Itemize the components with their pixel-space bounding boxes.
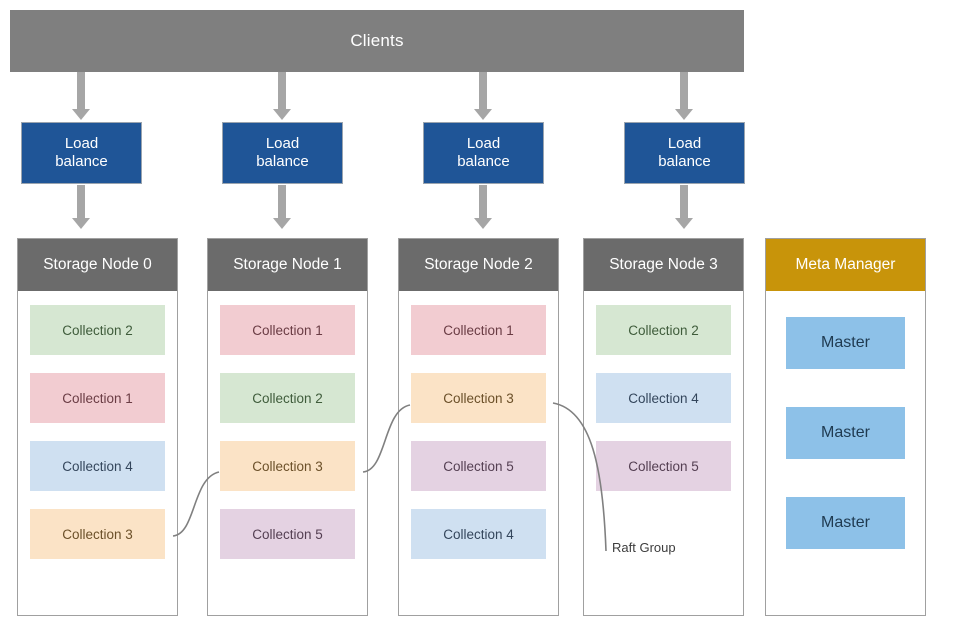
- collection-box[interactable]: Collection 2: [30, 305, 165, 355]
- collection-box[interactable]: Collection 3: [411, 373, 546, 423]
- storage-node-2-header: Storage Node 2: [399, 239, 558, 291]
- arrow-head-lb-to-node-1: [273, 218, 291, 229]
- storage-node-0-title: Storage Node 0: [43, 256, 152, 273]
- storage-node-3-title: Storage Node 3: [609, 256, 718, 273]
- arrow-head-clients-to-lb-3: [675, 109, 693, 120]
- storage-node-2-title: Storage Node 2: [424, 256, 533, 273]
- arrow-head-lb-to-node-3: [675, 218, 693, 229]
- collection-box[interactable]: Collection 1: [411, 305, 546, 355]
- storage-node-1-title: Storage Node 1: [233, 256, 342, 273]
- load-balance-label-line1: Load: [64, 134, 99, 152]
- master-box[interactable]: Master: [786, 497, 905, 549]
- load-balance-label-line2: balance: [55, 153, 108, 170]
- collection-box[interactable]: Collection 4: [596, 373, 731, 423]
- storage-node-3[interactable]: Storage Node 3 Collection 2 Collection 4…: [583, 238, 744, 616]
- arrow-head-clients-to-lb-1: [273, 109, 291, 120]
- master-box[interactable]: Master: [786, 317, 905, 369]
- arrow-head-lb-to-node-0: [72, 218, 90, 229]
- storage-node-0-body: Collection 2 Collection 1 Collection 4 C…: [18, 291, 177, 559]
- load-balance-label-line2: balance: [658, 153, 711, 170]
- load-balance-box-3[interactable]: Load balance: [624, 122, 745, 184]
- load-balance-box-0[interactable]: Load balance: [21, 122, 142, 184]
- arrow-lb-to-node-0: [77, 185, 85, 218]
- arrow-head-clients-to-lb-2: [474, 109, 492, 120]
- master-box[interactable]: Master: [786, 407, 905, 459]
- storage-node-1[interactable]: Storage Node 1 Collection 1 Collection 2…: [207, 238, 368, 616]
- load-balance-label-line2: balance: [457, 153, 510, 170]
- arrow-clients-to-lb-3: [680, 72, 688, 109]
- arrow-clients-to-lb-2: [479, 72, 487, 109]
- load-balance-box-1[interactable]: Load balance: [222, 122, 343, 184]
- load-balance-label-line1: Load: [265, 134, 300, 152]
- arrow-clients-to-lb-1: [278, 72, 286, 109]
- storage-node-0-header: Storage Node 0: [18, 239, 177, 291]
- storage-node-1-body: Collection 1 Collection 2 Collection 3 C…: [208, 291, 367, 559]
- load-balance-label-line1: Load: [466, 134, 501, 152]
- collection-box[interactable]: Collection 2: [596, 305, 731, 355]
- load-balance-label-line1: Load: [667, 134, 702, 152]
- collection-box[interactable]: Collection 4: [411, 509, 546, 559]
- arrow-head-lb-to-node-2: [474, 218, 492, 229]
- collection-box[interactable]: Collection 2: [220, 373, 355, 423]
- storage-node-3-body: Collection 2 Collection 4 Collection 5: [584, 291, 743, 491]
- load-balance-box-2[interactable]: Load balance: [423, 122, 544, 184]
- arrow-lb-to-node-2: [479, 185, 487, 218]
- meta-manager-body: Master Master Master: [766, 291, 925, 549]
- arrow-lb-to-node-3: [680, 185, 688, 218]
- load-balance-label-line2: balance: [256, 153, 309, 170]
- meta-manager-header: Meta Manager: [766, 239, 925, 291]
- collection-box[interactable]: Collection 1: [220, 305, 355, 355]
- arrow-lb-to-node-1: [278, 185, 286, 218]
- storage-node-1-header: Storage Node 1: [208, 239, 367, 291]
- clients-bar: Clients: [10, 10, 744, 72]
- arrow-clients-to-lb-0: [77, 72, 85, 109]
- collection-box[interactable]: Collection 5: [411, 441, 546, 491]
- arrow-head-clients-to-lb-0: [72, 109, 90, 120]
- clients-label: Clients: [350, 31, 404, 50]
- meta-manager-panel[interactable]: Meta Manager Master Master Master: [765, 238, 926, 616]
- collection-box[interactable]: Collection 3: [30, 509, 165, 559]
- collection-box[interactable]: Collection 4: [30, 441, 165, 491]
- storage-node-0[interactable]: Storage Node 0 Collection 2 Collection 1…: [17, 238, 178, 616]
- collection-box[interactable]: Collection 1: [30, 373, 165, 423]
- collection-box[interactable]: Collection 5: [596, 441, 731, 491]
- collection-box[interactable]: Collection 3: [220, 441, 355, 491]
- raft-group-label: Raft Group: [612, 540, 676, 555]
- storage-node-2[interactable]: Storage Node 2 Collection 1 Collection 3…: [398, 238, 559, 616]
- storage-node-2-body: Collection 1 Collection 3 Collection 5 C…: [399, 291, 558, 559]
- meta-manager-title: Meta Manager: [795, 256, 896, 273]
- storage-node-3-header: Storage Node 3: [584, 239, 743, 291]
- collection-box[interactable]: Collection 5: [220, 509, 355, 559]
